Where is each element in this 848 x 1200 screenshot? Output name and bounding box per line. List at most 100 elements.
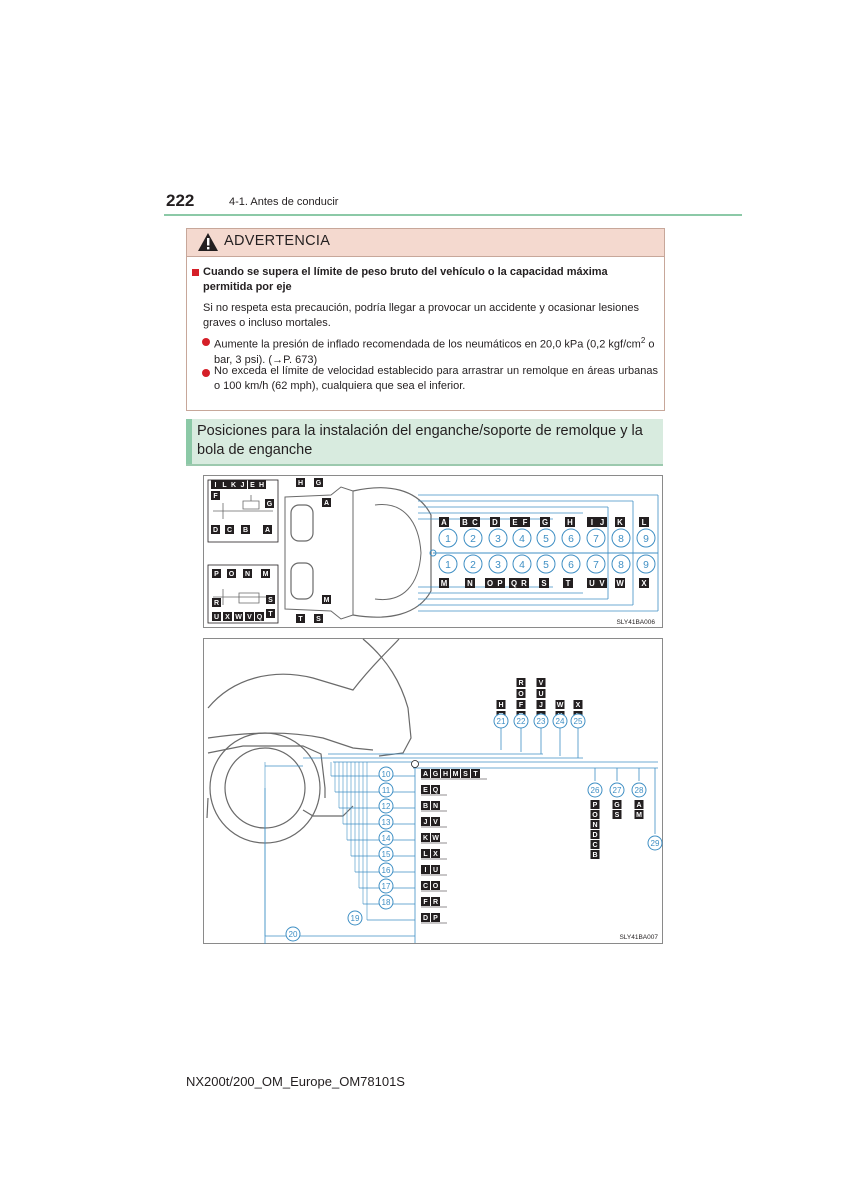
number-label: 7 <box>593 560 599 571</box>
number-callout: 12 <box>378 798 394 814</box>
letter-box: L <box>639 517 649 527</box>
letter-label: H <box>298 480 303 487</box>
letter-box: U <box>587 578 597 588</box>
number-label: 4 <box>519 534 525 545</box>
number-label: 5 <box>543 534 549 545</box>
red-dot-bullet-icon <box>202 338 210 346</box>
letter-box: F <box>421 897 430 906</box>
letter-label: D <box>423 915 428 922</box>
letter-label: M <box>324 597 330 604</box>
letter-label: A <box>265 527 270 534</box>
letter-box: D <box>590 830 600 839</box>
number-label: 13 <box>382 818 391 827</box>
letter-label: Q <box>511 579 517 588</box>
letter-label: D <box>592 832 597 839</box>
letter-box: T <box>266 609 275 618</box>
letter-box: A <box>439 517 449 527</box>
letter-box: R <box>431 897 440 906</box>
letter-box: E <box>510 517 520 527</box>
letter-label: E <box>512 518 517 527</box>
number-callout: 2 <box>463 554 483 574</box>
number-callout: 8 <box>611 528 631 548</box>
figure2-marks: HT21ROFE22VUJI23WK24XL2510AGHMST11EQ12BN… <box>264 678 663 942</box>
letter-label: V <box>433 819 438 826</box>
letter-label: E <box>250 482 255 489</box>
letter-box: I <box>211 480 220 489</box>
number-callout: 24 <box>552 713 568 729</box>
footer-document-code: NX200t/200_OM_Europe_OM78101S <box>186 1074 405 1089</box>
letter-box: C <box>590 840 600 849</box>
letter-box: K <box>229 480 238 489</box>
number-label: 9 <box>643 560 649 571</box>
letter-box: X <box>431 849 440 858</box>
letter-label: J <box>600 518 604 527</box>
warning-header: ADVERTENCIA <box>187 229 664 257</box>
number-callout: 1 <box>438 554 458 574</box>
number-label: 18 <box>382 898 391 907</box>
letter-label: B <box>462 518 468 527</box>
section-title: 4-1. Antes de conducir <box>229 196 339 208</box>
number-label: 11 <box>382 786 391 795</box>
warning-item-speed-limit: No exceda el límite de velocidad estable… <box>214 365 658 392</box>
letter-box: P <box>212 569 221 578</box>
letter-label: P <box>497 579 502 588</box>
number-callout: 16 <box>378 862 394 878</box>
letter-box: S <box>266 595 275 604</box>
number-callout: 5 <box>536 554 556 574</box>
letter-box: V <box>536 678 546 687</box>
letter-label: U <box>214 614 219 621</box>
number-callout: 22 <box>513 713 529 729</box>
number-label: 8 <box>618 560 624 571</box>
letter-box: M <box>439 578 449 588</box>
letter-box: U <box>212 612 221 621</box>
letter-box: W <box>615 578 625 588</box>
letter-label: G <box>267 501 273 508</box>
letter-box: F <box>520 517 530 527</box>
number-callout: 7 <box>586 554 606 574</box>
letter-box: D <box>490 517 500 527</box>
letter-label: V <box>599 579 605 588</box>
letter-box: G <box>265 499 274 508</box>
letter-label: H <box>567 518 573 527</box>
figure1-code: SLY41BA006 <box>616 619 655 626</box>
letter-box: H <box>565 517 575 527</box>
number-label: 26 <box>591 786 600 795</box>
letter-label: H <box>259 482 264 489</box>
letter-box: G <box>540 517 550 527</box>
letter-label: O <box>229 571 235 578</box>
letter-box: W <box>234 612 243 621</box>
number-callout: 23 <box>533 713 549 729</box>
letter-box: T <box>471 769 480 778</box>
letter-label: M <box>636 812 642 819</box>
letter-label: L <box>423 851 428 858</box>
letter-label: Q <box>257 614 263 621</box>
warning-triangle-icon <box>198 233 218 251</box>
letter-label: J <box>539 702 543 709</box>
letter-box: O <box>227 569 236 578</box>
letter-label: O <box>433 883 439 890</box>
number-label: 6 <box>568 560 574 571</box>
positions-heading-box: Posiciones para la instalación del engan… <box>186 419 663 466</box>
number-callout: 19 <box>347 910 363 926</box>
letter-box: R <box>519 578 529 588</box>
letter-box: P <box>431 913 440 922</box>
letter-label: P <box>433 915 438 922</box>
letter-label: A <box>441 518 447 527</box>
letter-label: M <box>441 579 448 588</box>
letter-box: H <box>257 480 266 489</box>
number-label: 14 <box>382 834 391 843</box>
letter-label: C <box>227 527 232 534</box>
letter-label: I <box>425 867 427 874</box>
letter-box: J <box>597 517 607 527</box>
figure-side-view: HT21ROFE22VUJI23WK24XL2510AGHMST11EQ12BN… <box>203 638 663 944</box>
letter-label: F <box>423 899 428 906</box>
letter-label: G <box>614 802 620 809</box>
warning-heading: Cuando se supera el límite de peso bruto… <box>203 266 608 293</box>
letter-label: I <box>215 482 217 489</box>
number-label: 8 <box>618 534 624 545</box>
letter-box: H <box>496 700 506 709</box>
letter-box: C <box>470 517 480 527</box>
letter-label: O <box>518 691 524 698</box>
